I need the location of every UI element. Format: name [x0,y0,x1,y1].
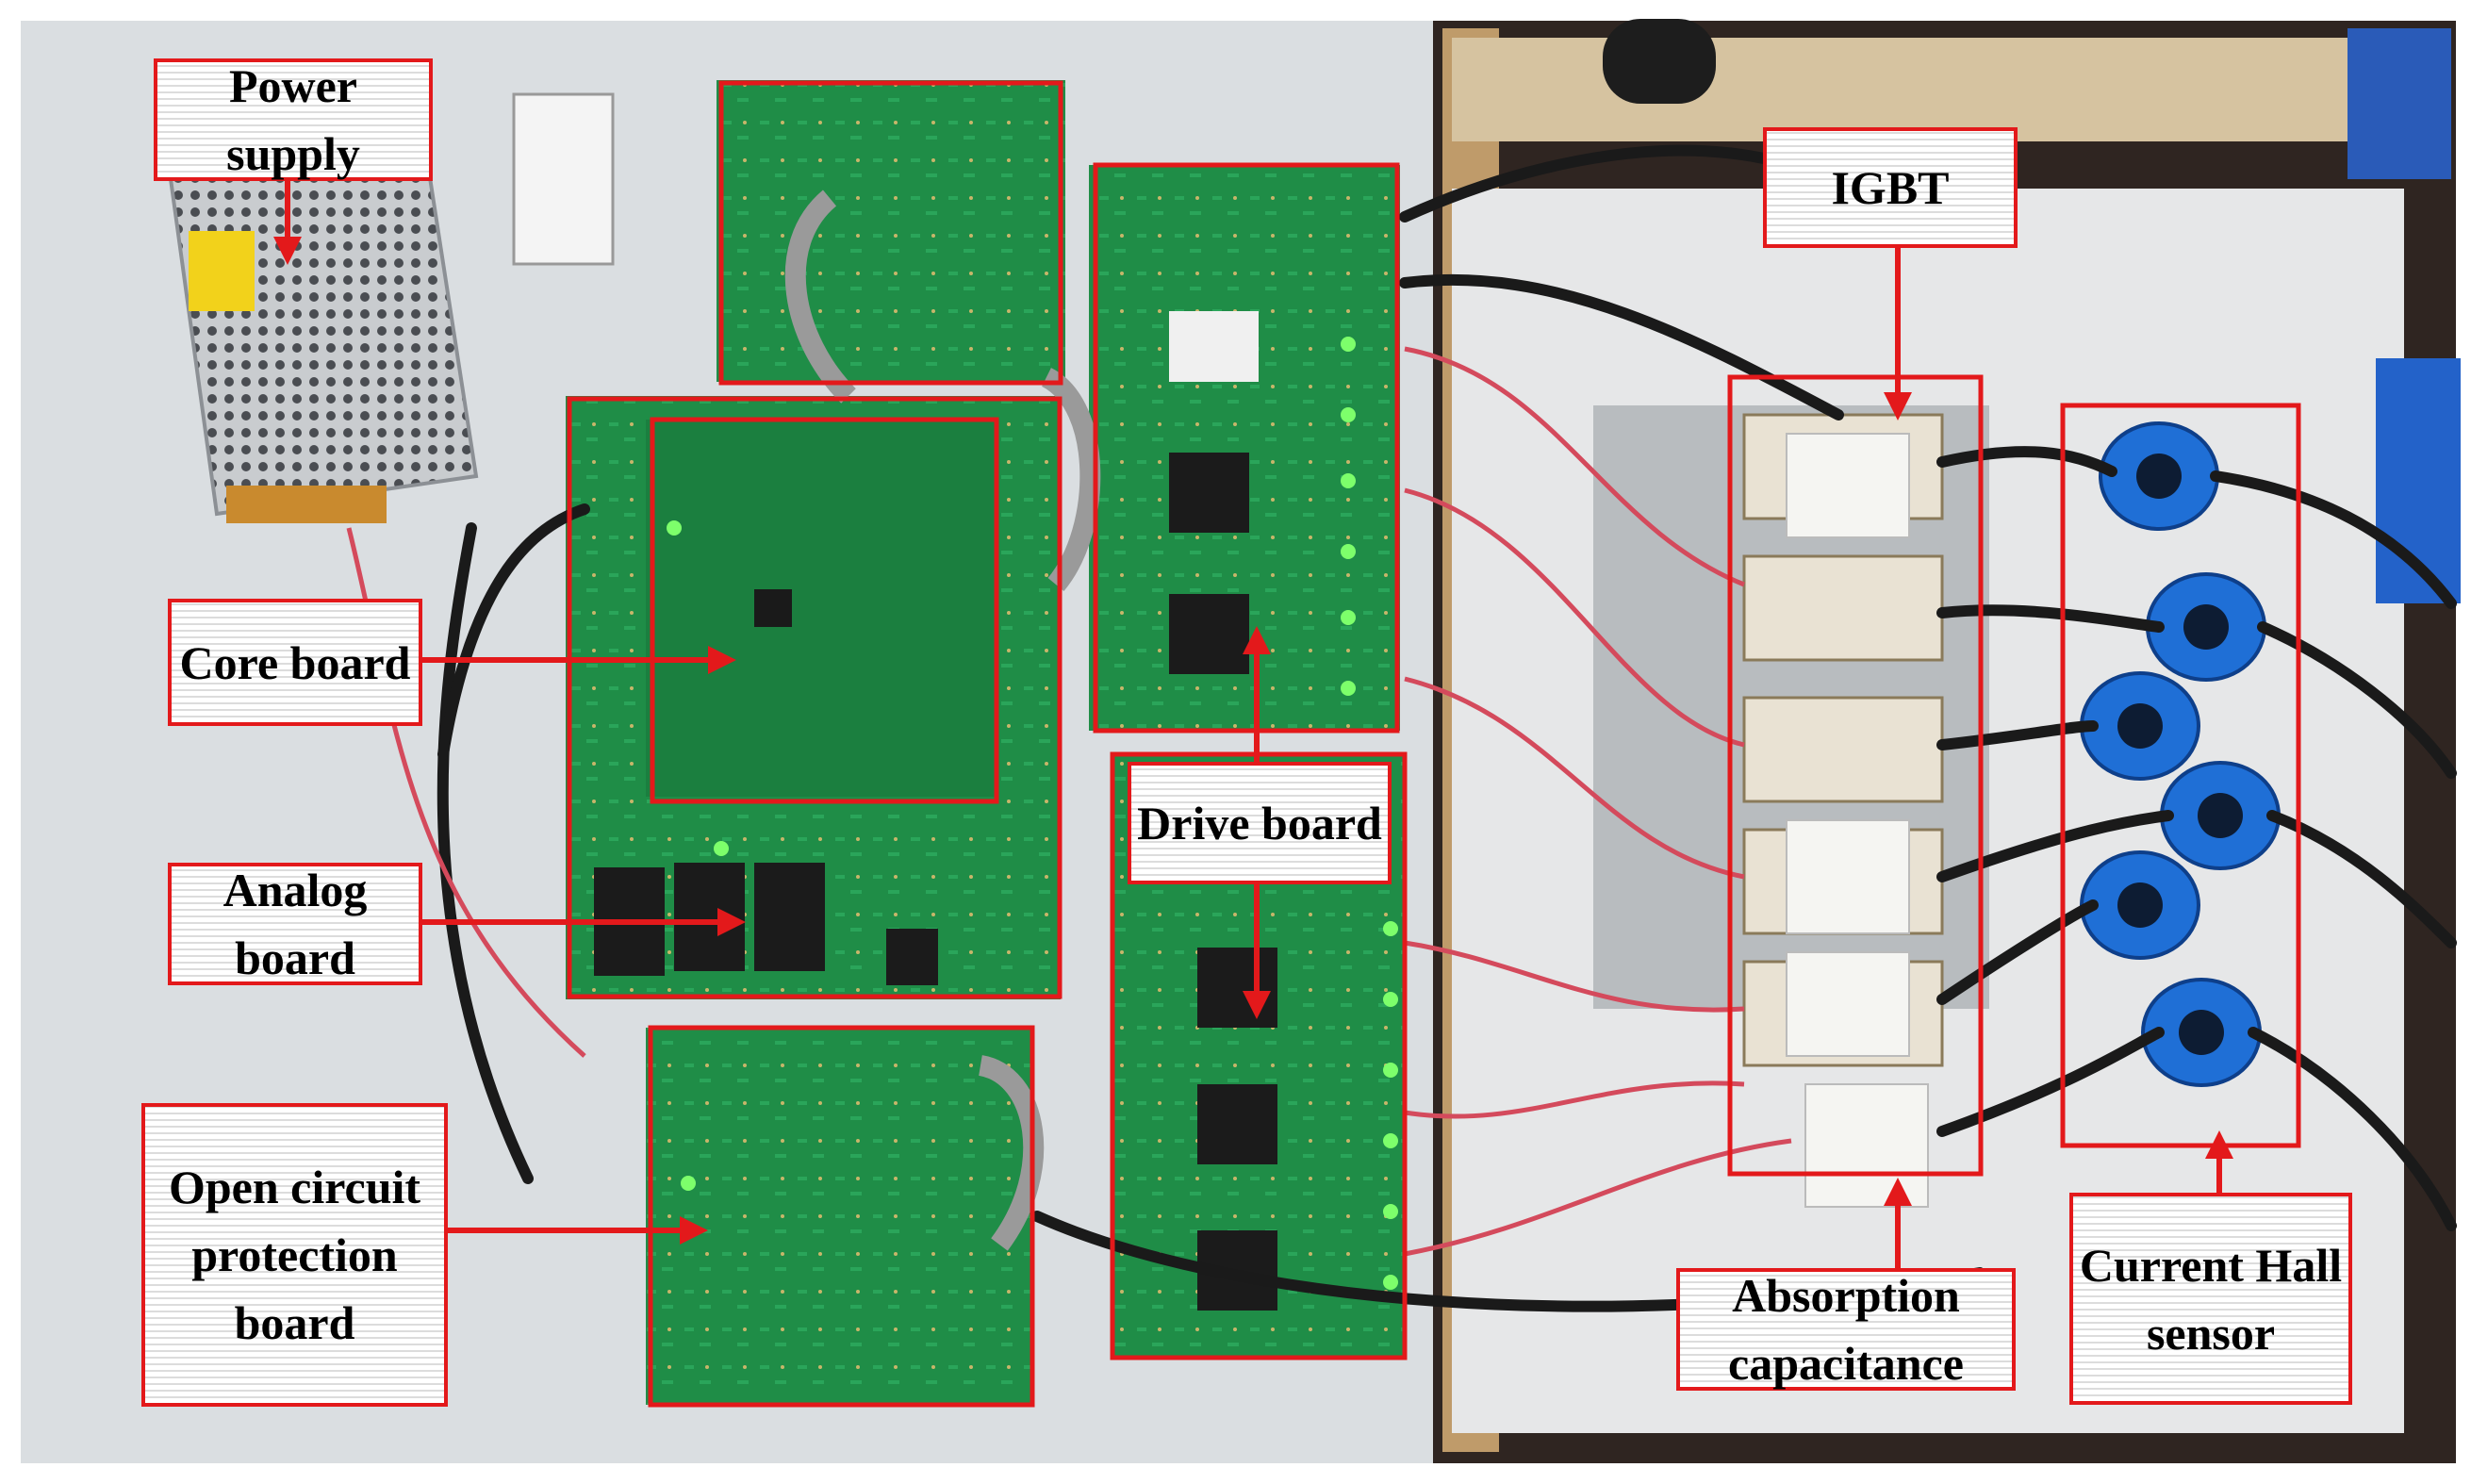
frame-top-beam [1452,38,2395,141]
frame-absorption-capacitance [1727,374,1984,1177]
core-processor [754,589,792,627]
analog-board-label: Analog board [168,863,422,985]
open-circuit-board-label: Open circuit protection board [141,1103,448,1407]
usb-can-adapter [512,92,615,266]
meter-knob [1603,19,1716,104]
analog-board-text: Analog board [222,864,368,984]
driver-module [1169,453,1249,533]
frame-core-board [650,417,999,804]
driver-module [1197,948,1277,1028]
absorption-capacitance-text: Absorption capacitance [1728,1269,1964,1390]
frame-drive-lower [1110,751,1408,1360]
frame-drive-upper [1093,162,1400,734]
frame-top-board [718,80,1063,386]
relay [886,929,938,985]
frame-open-circuit-board [648,1025,1035,1408]
hall-sensor-cores [2117,453,2243,1055]
blue-clamp [2347,28,2451,179]
relay [754,863,825,971]
frame-hall-sensors [2060,403,2301,1148]
frame-analog-board [567,396,1063,999]
core-board-text: Core board [179,635,411,689]
current-hall-sensor-label: Current Hall sensor [2069,1193,2352,1405]
white-component [1169,311,1259,382]
drive-board-text: Drive board [1137,797,1382,849]
pcb-open-circuit [646,1028,1032,1405]
driver-module [1169,594,1249,674]
core-board-label: Core board [168,599,422,726]
power-supply-sticker [189,231,255,311]
pcb-core [646,420,995,797]
power-supply-label: Power supply [154,58,433,181]
pcb-top [717,80,1065,382]
absorption-capacitance-label: Absorption capacitance [1676,1268,2016,1391]
status-leds [667,337,1398,1290]
absorption-capacitors [1786,433,1929,1208]
igbt-text: IGBT [1831,161,1950,214]
igbt-label: IGBT [1763,127,2018,248]
drive-board-label: Drive board [1128,762,1392,884]
current-hall-sensor-text: Current Hall sensor [2079,1238,2343,1360]
relay [674,863,745,971]
open-circuit-board-text: Open circuit protection board [168,1161,421,1349]
annotation-arrows [273,174,2233,1268]
annotation-frames [567,80,2301,1408]
terminal-block [226,486,387,523]
power-supply-text: Power supply [226,59,360,180]
driver-module [1197,1084,1277,1164]
